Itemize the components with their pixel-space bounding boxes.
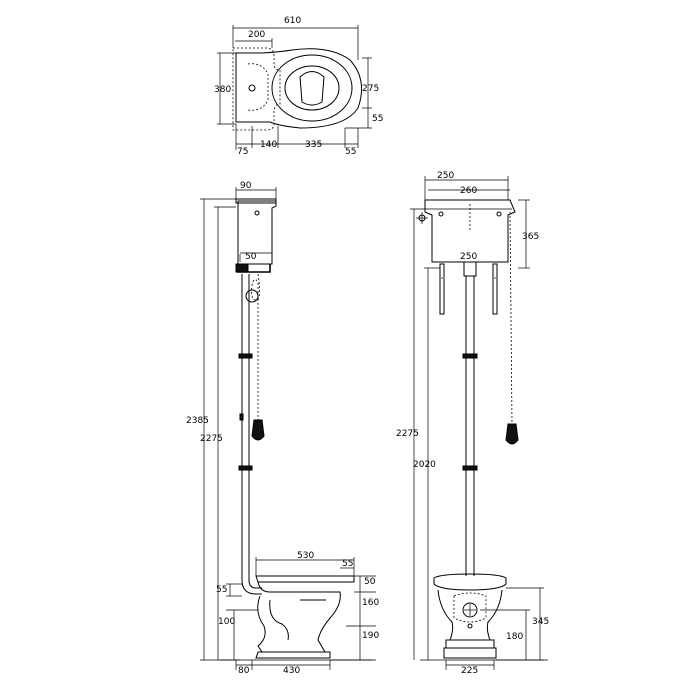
dim-pan-height: 345	[532, 617, 549, 627]
dim-waste-offset: 140	[260, 140, 277, 150]
dim-base-width: 225	[461, 666, 478, 676]
dim-bowl-length: 335	[305, 140, 322, 150]
dim-total-height: 2385	[186, 416, 209, 426]
dim-bracket-spacing: 250	[460, 252, 477, 262]
dim-bowl-height: 160	[362, 598, 379, 608]
dim-pan-length: 530	[297, 551, 314, 561]
dim-rim-height: 50	[364, 577, 376, 587]
side-view: 2385 2275 90 50 530 55 50 160 190 55 100	[186, 181, 379, 676]
top-view: 610 200 380 275 55 75 140 335 55	[214, 16, 383, 157]
dim-rim-offset: 55	[372, 114, 383, 124]
dim-cistern-front-width: 250	[437, 171, 454, 181]
dim-base-length: 430	[283, 666, 300, 676]
dim-cistern-height: 365	[522, 232, 539, 242]
front-view: 250 260 250 365	[396, 171, 549, 676]
dim-bowl-width: 275	[362, 84, 379, 94]
dim-outlet-width: 50	[245, 252, 257, 262]
dim-outlet-height: 55	[216, 585, 227, 595]
dim-cistern-inner-width: 260	[460, 186, 477, 196]
dim-overall-width: 610	[284, 16, 301, 26]
dim-flush-pipe-height: 2020	[413, 460, 436, 470]
dim-base-height: 190	[362, 631, 379, 641]
dim-waste-center-height: 180	[506, 632, 523, 642]
dim-front-offset: 55	[345, 147, 356, 157]
dim-cistern-depth: 200	[248, 30, 265, 40]
dim-back-offset: 75	[237, 147, 248, 157]
dim-foot-offset: 80	[238, 666, 250, 676]
dim-overall-depth: 380	[214, 85, 231, 95]
dim-waste-height: 100	[218, 617, 235, 627]
dim-rim-width: 55	[342, 559, 353, 569]
dim-cistern-base-height-front: 2275	[396, 429, 419, 439]
dim-cistern-base-height-side: 2275	[200, 434, 223, 444]
dim-cistern-width: 90	[240, 181, 252, 191]
